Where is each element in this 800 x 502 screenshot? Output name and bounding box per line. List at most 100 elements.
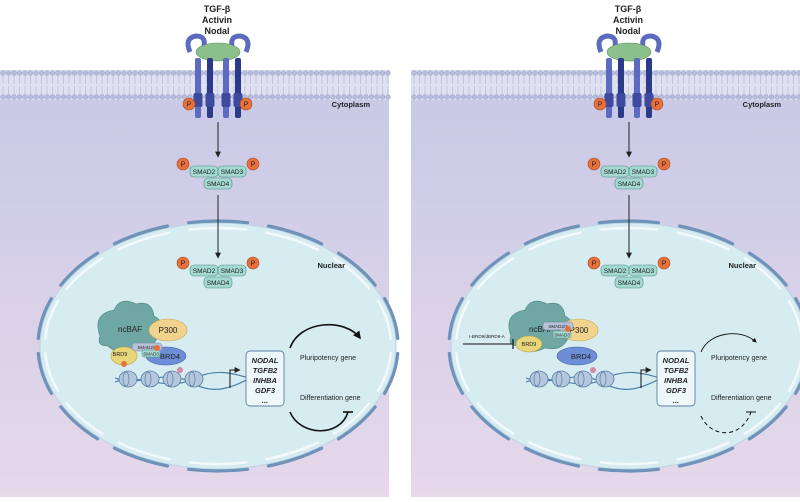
nucleosome-wrap [577, 371, 585, 387]
lipid-head [548, 70, 555, 76]
lipid-head [763, 94, 769, 100]
lipid-head [471, 94, 478, 100]
lipid-head [702, 70, 709, 76]
lipid-head [313, 94, 320, 100]
lipid-head [214, 94, 221, 100]
lipid-head [565, 70, 571, 76]
gene-box-frame [245, 350, 285, 407]
lipid-head [385, 94, 391, 100]
receptor-transmembrane [634, 58, 640, 118]
p300-label: P300 [159, 326, 178, 335]
lipid-head [488, 94, 494, 100]
ligand-label: Nodal [615, 26, 640, 36]
lipid-head [444, 94, 450, 100]
nuclear-envelope-segment [186, 467, 250, 473]
lipid-head [570, 94, 577, 100]
lipid-head [752, 70, 758, 76]
phospho-badge [657, 157, 671, 171]
lipid-head [275, 94, 281, 100]
nuclear-envelope-inner [332, 257, 371, 290]
nuclear-envelope-inner [188, 461, 248, 466]
nuclear-envelope-inner [265, 231, 319, 251]
lipid-head [625, 94, 632, 100]
lipid-head [60, 70, 67, 76]
nucleus-body [39, 222, 397, 470]
lipid-head [625, 70, 632, 76]
lipid-head [126, 94, 133, 100]
lipid-head [165, 70, 171, 76]
lipid-head [598, 70, 604, 76]
lipid-head [352, 94, 358, 100]
lipid-head [385, 70, 391, 76]
lipid-head [785, 94, 791, 100]
smad4-label: SMAD4 [207, 181, 230, 188]
lipid-head [324, 94, 331, 100]
phospho-label: P [251, 261, 256, 268]
nuclear-envelope-segment [794, 381, 800, 395]
lipid-head [93, 94, 100, 100]
lipid-head [176, 70, 182, 76]
lipid-head [449, 70, 456, 76]
gene-name: ... [673, 396, 679, 405]
lipid-head [264, 94, 270, 100]
brd9-label: BRD9 [113, 352, 128, 358]
lipid-head [38, 70, 45, 76]
lipid-head [768, 70, 775, 76]
nuclear-envelope-inner [332, 402, 371, 435]
nuclear-envelope-segment [470, 405, 511, 441]
lipid-head [330, 70, 336, 76]
lipid-head [115, 70, 122, 76]
phospho-label: P [592, 261, 597, 268]
nuclear-envelope-segment [447, 351, 464, 395]
lipid-head [741, 70, 747, 76]
lipid-head [132, 94, 138, 100]
lipid-head [774, 94, 780, 100]
phospho-badge [182, 97, 196, 111]
lipid-head [357, 94, 364, 100]
nuclear-envelope-segment [523, 224, 581, 246]
smad2-label: SMAD2 [193, 268, 216, 275]
lipid-head [735, 70, 742, 76]
differentiation-inhibition [289, 411, 349, 432]
lipid-head [658, 70, 665, 76]
lipid-head [297, 70, 303, 76]
lipid-head [66, 70, 72, 76]
lipid-head [121, 94, 127, 100]
nuclear-envelope-segment [597, 467, 661, 473]
lipid-head [735, 94, 742, 100]
lipid-head [691, 70, 698, 76]
lipid-head [504, 94, 511, 100]
smad3-box [628, 264, 658, 277]
lipid-head [724, 94, 731, 100]
lipid-head [565, 94, 571, 100]
lipid-head [526, 94, 533, 100]
phospho-dot [565, 326, 571, 332]
brd9-blob [515, 335, 543, 353]
lipid-head [746, 70, 753, 76]
phospho-badge [657, 256, 671, 270]
lipid-head [493, 94, 500, 100]
nucleus [447, 219, 800, 473]
lipid-head [44, 70, 50, 76]
target-gene-box: NODALTGFB2INHBAGDF3... [656, 350, 696, 407]
lipid-head [379, 70, 386, 76]
phospho-badge [593, 97, 607, 111]
lipid-head [757, 94, 764, 100]
lipid-head [33, 94, 39, 100]
nuclear-envelope-segment [677, 224, 735, 246]
lipid-head [291, 94, 298, 100]
lipid-head [559, 94, 566, 100]
lipid-head [779, 94, 786, 100]
lipid-head [280, 70, 287, 76]
nuclear-envelope-inner [676, 231, 730, 251]
lipid-head [488, 70, 494, 76]
lipid-head [104, 70, 111, 76]
lipid-head [308, 94, 314, 100]
ligand-label: Activin [202, 15, 232, 25]
nuclear-envelope-segment [470, 251, 511, 287]
nuclear-envelope-segment [794, 297, 800, 311]
lipid-head [691, 94, 698, 100]
phospho-badge [246, 256, 260, 270]
